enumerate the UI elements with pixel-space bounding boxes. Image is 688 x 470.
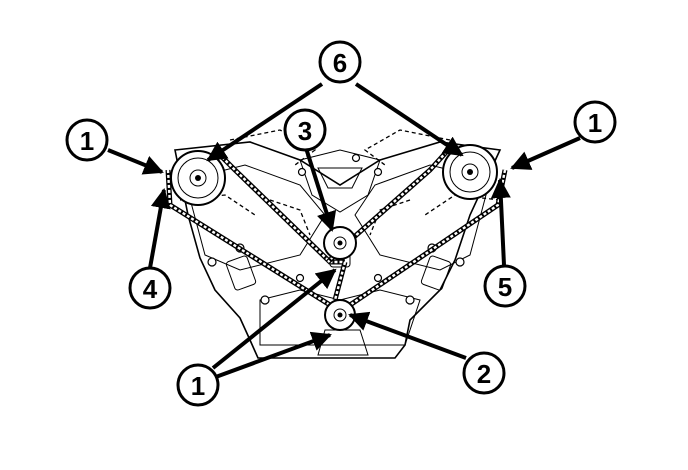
- leader-lines: [107, 82, 581, 380]
- svg-text:6: 6: [333, 48, 347, 78]
- callout-1-bottom: 1: [176, 363, 220, 407]
- callout-1-left: 1: [65, 118, 109, 162]
- left-camshaft-sprocket: [170, 150, 226, 206]
- callout-4: 4: [128, 266, 172, 310]
- svg-text:2: 2: [477, 359, 491, 389]
- svg-text:1: 1: [191, 371, 205, 401]
- idler-sprocket: [323, 226, 357, 260]
- callout-5: 5: [483, 264, 527, 308]
- svg-text:1: 1: [80, 126, 94, 156]
- svg-text:3: 3: [298, 116, 312, 146]
- svg-text:4: 4: [143, 274, 158, 304]
- svg-text:5: 5: [498, 272, 512, 302]
- right-camshaft-sprocket: [442, 144, 498, 200]
- callout-1-right: 1: [573, 100, 617, 144]
- callout-6: 6: [318, 40, 362, 84]
- callout-2: 2: [462, 351, 506, 395]
- svg-text:1: 1: [588, 108, 602, 138]
- callout-3: 3: [283, 108, 327, 152]
